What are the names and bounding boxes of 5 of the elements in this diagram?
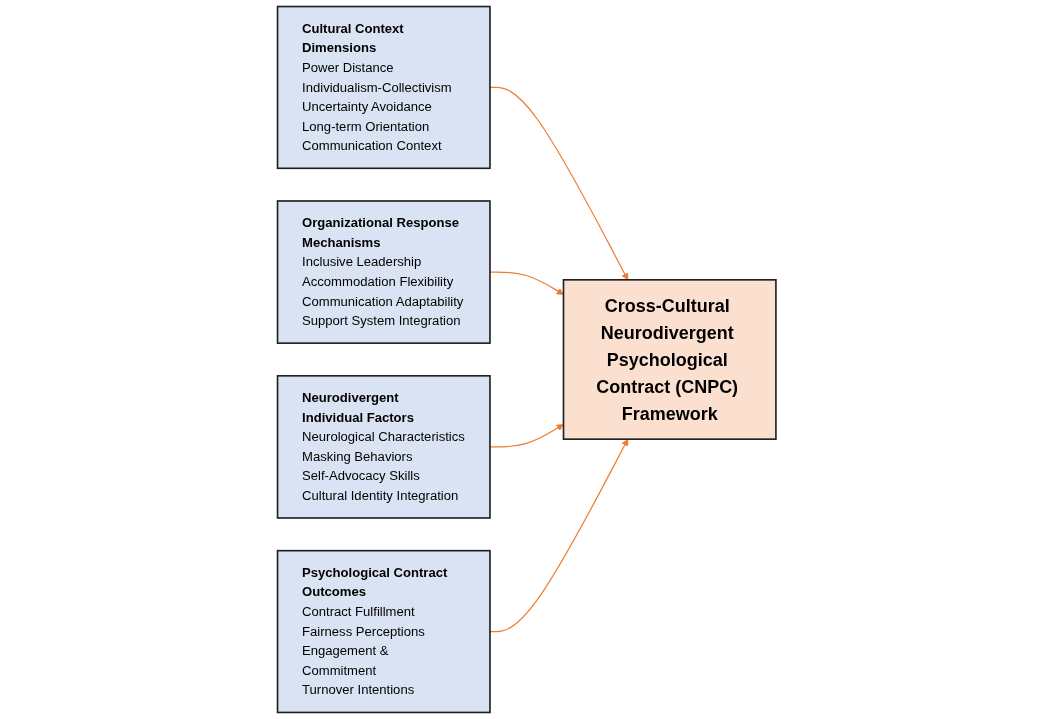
node-box: Organizational Response Mechanisms Inclusive Leadership Accommodation Flexibility Communication Adaptability Support System Integration — [277, 200, 492, 344]
node-box: Cross-Cultural Neurodivergent Psychological Contract (CNPC) Framework — [562, 279, 777, 440]
node-box: Psychological Contract Outcomes Contract Fulfillment Fairness Perceptions Engagement & Commitment Turnover Intentions — [277, 549, 492, 714]
node-box: Neurodivergent Individual Factors Neurological Characteristics Masking Behaviors Self-Advocacy Skills Cultural Identity Integration — [277, 375, 492, 519]
node-box: Cultural Context Dimensions Power Distance Individualism-Collectivism Uncertainty Avoidance Long-term Orientation Communication Context — [277, 5, 492, 170]
